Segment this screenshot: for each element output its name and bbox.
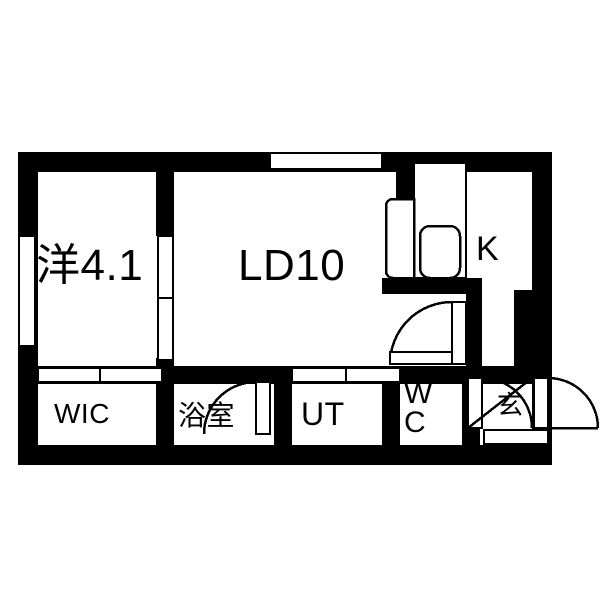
window-top-ld bbox=[269, 152, 383, 170]
window-left-washitsu bbox=[18, 235, 36, 347]
sliding-door-ut bbox=[291, 367, 401, 383]
shoe-box bbox=[483, 429, 549, 445]
room-label-kitchen: K bbox=[476, 230, 500, 268]
room-label-utility: UT bbox=[301, 396, 345, 432]
room-label-entrance: 玄 bbox=[497, 390, 524, 420]
kitchen-stove bbox=[384, 197, 416, 280]
room-label-washitsu: 洋4.1 bbox=[36, 241, 144, 290]
wc-line-2: C bbox=[404, 405, 427, 439]
wc-line-1: W bbox=[404, 377, 433, 410]
kitchen-sink bbox=[418, 224, 462, 280]
windows bbox=[18, 152, 383, 347]
closet-sliding-doors-wic bbox=[37, 367, 163, 383]
sliding-door-washitsu-ld bbox=[157, 235, 174, 361]
swing-door-wc bbox=[467, 376, 534, 429]
entrance-door bbox=[533, 376, 600, 430]
room-label-living-dining: LD10 bbox=[238, 241, 346, 290]
room-label-wic: WIC bbox=[54, 398, 110, 429]
kitchen-fixtures bbox=[384, 162, 467, 280]
swing-door-bath bbox=[202, 380, 271, 435]
room-label-bathroom: 浴室 bbox=[178, 400, 236, 431]
swing-door-kitchen-hall bbox=[388, 300, 467, 365]
